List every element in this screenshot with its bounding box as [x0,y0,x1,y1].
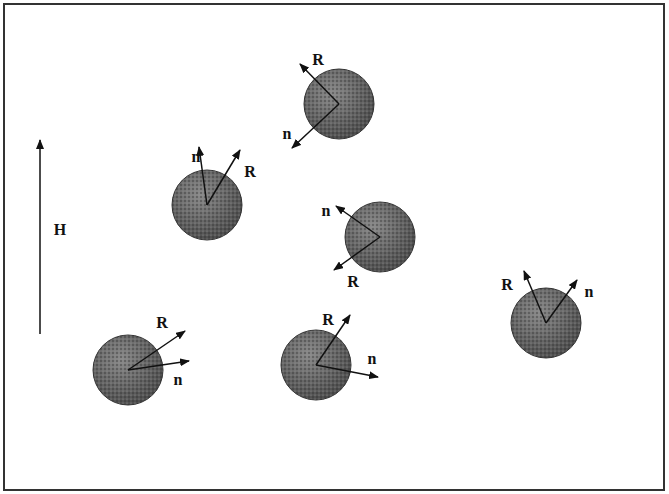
sphere [292,64,374,148]
vector-label: R [312,52,324,68]
vector-label: R [347,274,359,290]
vector-label: n [585,284,594,300]
vector-label: R [244,164,256,180]
frame [4,4,664,490]
vector-label: R [501,277,513,293]
sphere [93,331,189,405]
vector-label: R [156,315,168,331]
vector-label: n [174,372,183,388]
sphere [172,147,242,240]
vector-label: n [192,149,201,165]
vector-label: n [322,203,331,219]
field-label: H [54,222,66,238]
vector-label: n [368,351,377,367]
sphere [334,202,415,272]
field-arrow [39,140,41,334]
vector-label: n [283,126,292,142]
sphere [511,271,581,358]
vector-label: R [322,312,334,328]
